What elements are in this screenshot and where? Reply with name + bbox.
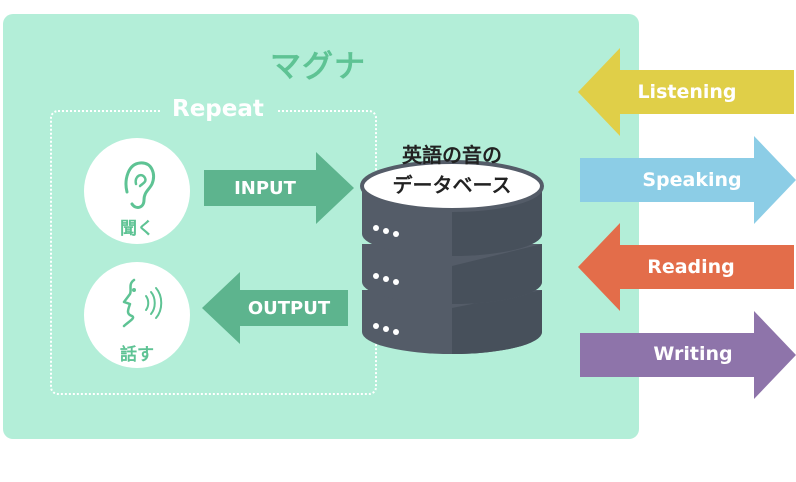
- repeat-label: Repeat: [160, 96, 276, 122]
- input-label: INPUT: [234, 178, 296, 199]
- speaking-arrow: [580, 136, 796, 224]
- database-label-line2: データベース: [392, 173, 512, 197]
- listening-label: Listening: [637, 81, 737, 103]
- ear-icon: [124, 161, 155, 209]
- listen-circle: 聞く: [84, 138, 190, 244]
- reading-label: Reading: [647, 256, 735, 278]
- speaking-label: Speaking: [642, 169, 742, 191]
- database-label-line1: 英語の音の: [402, 143, 502, 167]
- output-label: OUTPUT: [247, 298, 331, 319]
- speak-label: 話す: [120, 345, 154, 365]
- output-arrow: [202, 272, 348, 344]
- writing-arrow: [580, 311, 796, 399]
- speak-circle: 話す: [84, 262, 190, 368]
- reading-arrow: [578, 223, 794, 311]
- database-icon: [360, 160, 544, 354]
- listen-label: 聞く: [120, 219, 154, 239]
- diagram-title: マグナ: [270, 49, 366, 85]
- listening-arrow: [578, 48, 794, 136]
- input-arrow: [204, 152, 354, 224]
- speaking-head-icon: [122, 278, 163, 328]
- writing-label: Writing: [653, 343, 733, 365]
